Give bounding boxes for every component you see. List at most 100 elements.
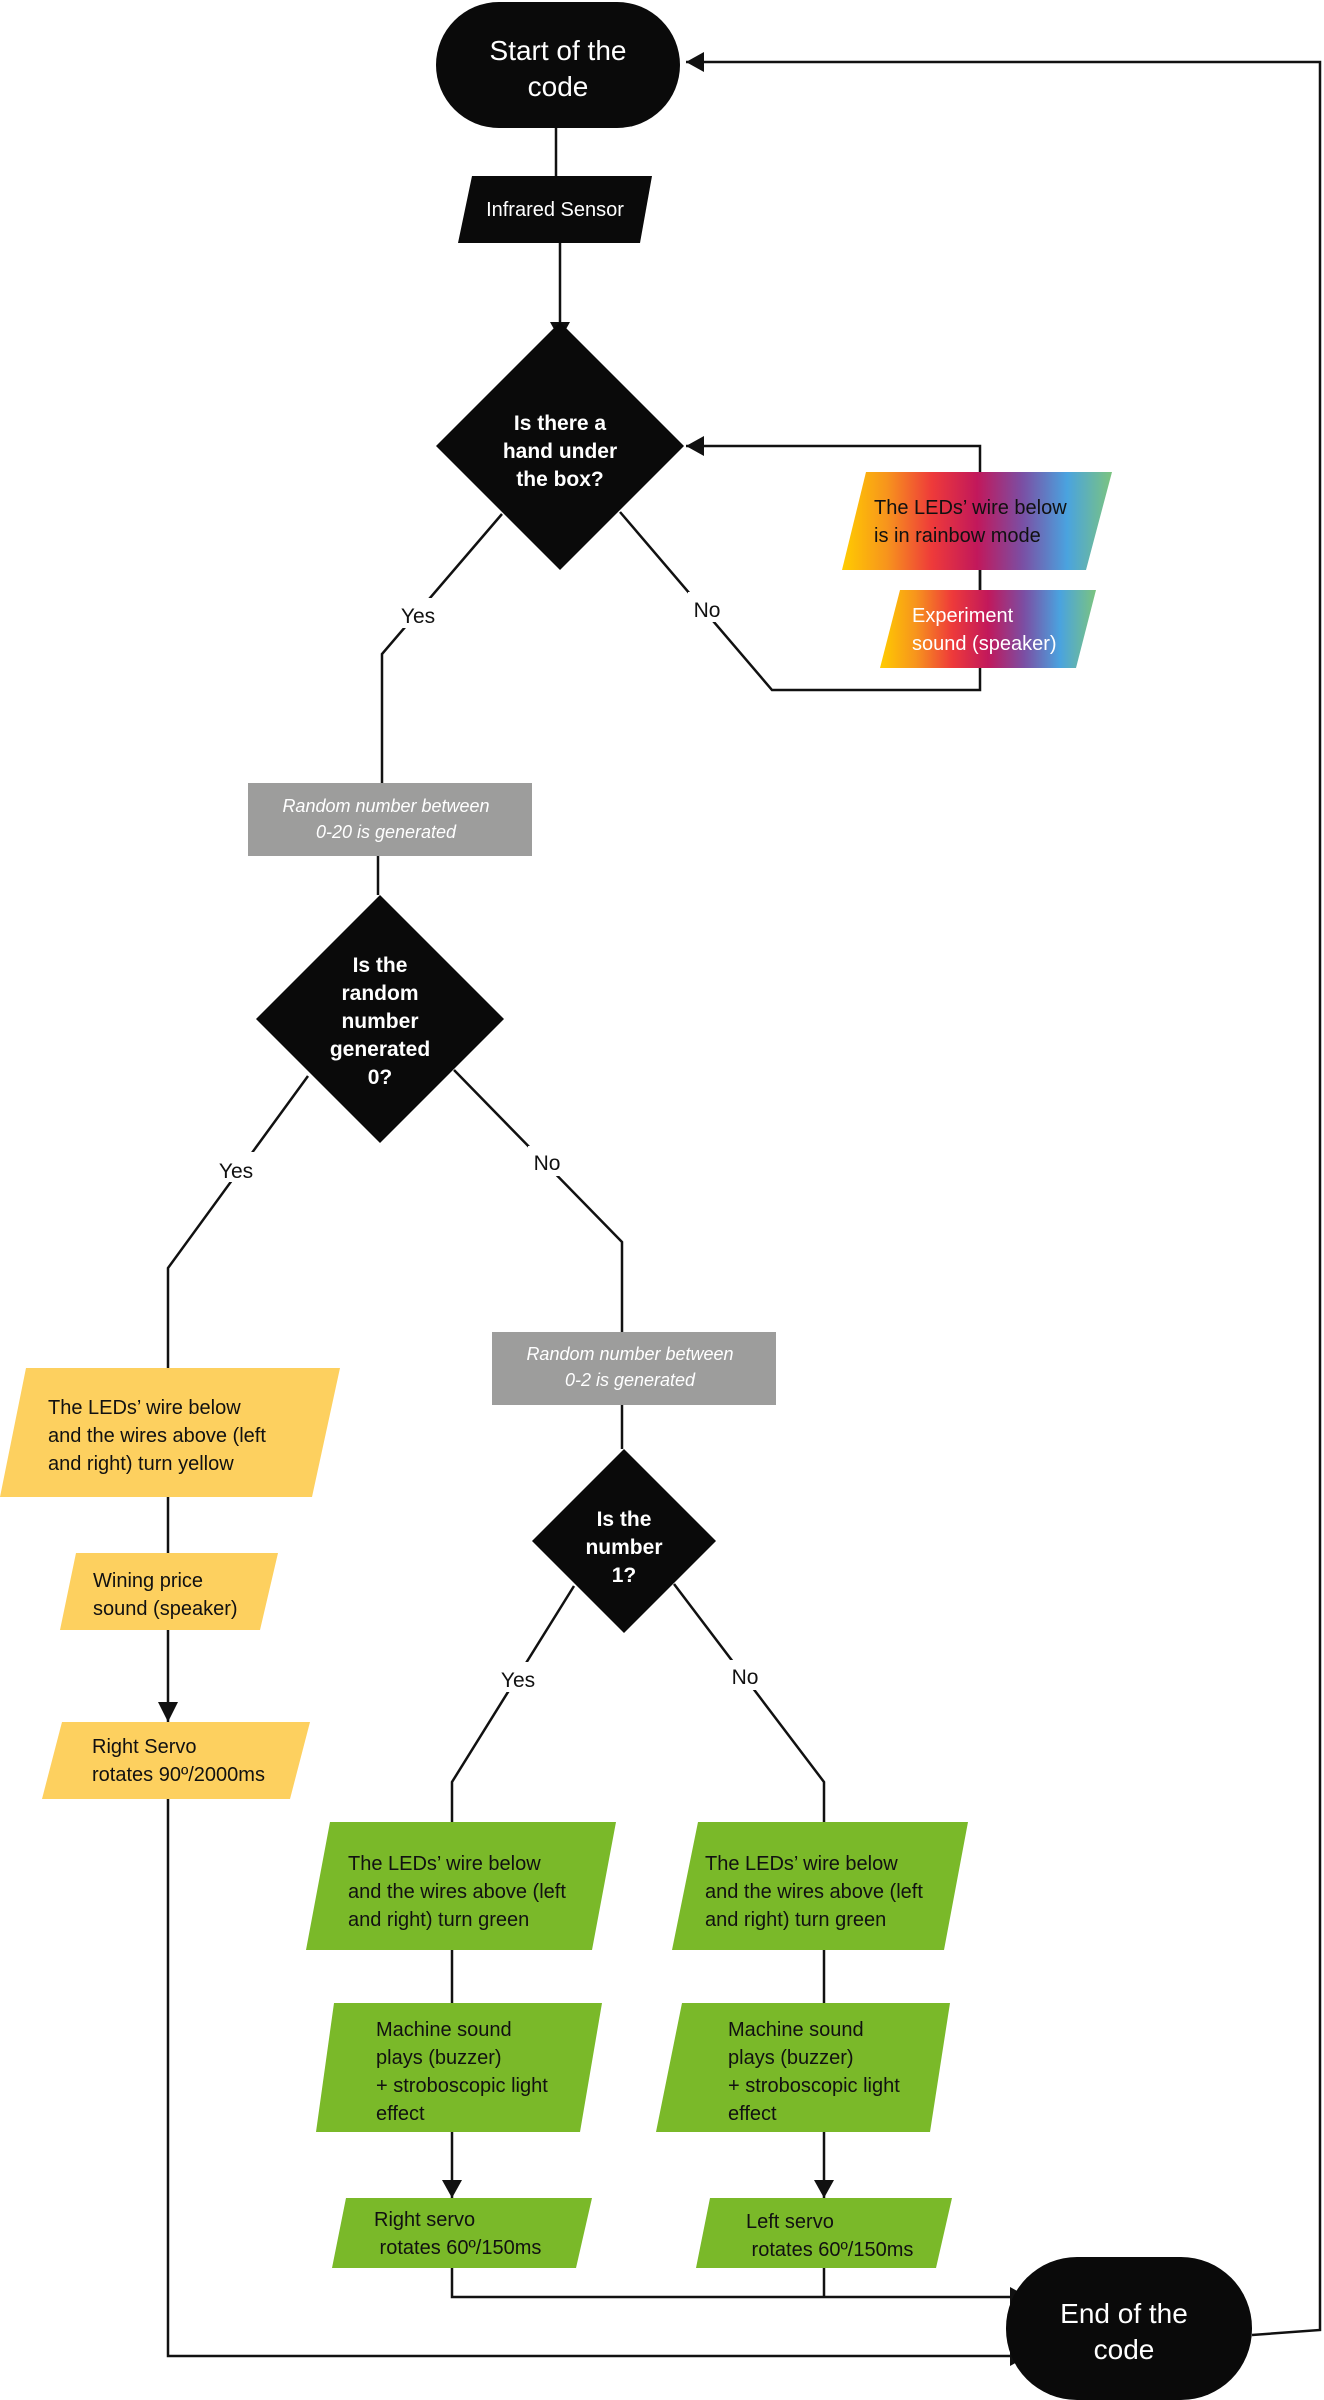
node-label-line: is in rainbow mode — [874, 525, 1041, 547]
node-label-line: Right Servo — [92, 1736, 197, 1758]
is-zero-decision — [256, 895, 504, 1143]
node-label-line: generated — [330, 1038, 430, 1061]
node-label-line: hand under — [503, 440, 617, 463]
green-leds-left-output — [306, 1822, 616, 1950]
node-label-line: Is the — [597, 1508, 652, 1531]
edge-end-to-start-loop — [686, 60, 1322, 2337]
right-servo-60-label: Right servo rotates 60º/150ms — [374, 2209, 541, 2259]
node-label-line: The LEDs’ wire below — [48, 1397, 241, 1419]
arrow-head-icon — [686, 52, 704, 72]
node-label-line: Machine sound — [376, 2019, 512, 2041]
random-20-label: Random number between 0-20 is generated — [282, 796, 489, 842]
hand-check-label: Is there a hand under the box? — [503, 412, 617, 491]
left-servo-60-output — [696, 2198, 952, 2268]
is-one-label: Is the number 1? — [585, 1508, 662, 1587]
green-leds-right-output — [672, 1822, 968, 1950]
node-label-line: 1? — [612, 1564, 637, 1587]
hand-yes-label: Yes — [401, 605, 435, 628]
win-sound-output — [60, 1553, 278, 1630]
node-label-line: plays (buzzer) — [376, 2047, 502, 2069]
end-terminal-label: End of the code — [1060, 2298, 1188, 2365]
random-20-process — [248, 783, 532, 856]
one-no-label: No — [732, 1666, 759, 1689]
random-2-process — [492, 1332, 776, 1405]
node-label-line: Is the — [353, 954, 408, 977]
node-label-line: number — [585, 1536, 662, 1559]
start-terminal — [436, 2, 680, 128]
experiment-sound-label: Experiment sound (speaker) — [912, 605, 1057, 655]
node-label-line: sound (speaker) — [912, 633, 1057, 655]
yellow-leds-label: The LEDs’ wire below and the wires above … — [48, 1397, 266, 1475]
node-label-line: rotates 90º/2000ms — [92, 1764, 265, 1786]
machine-sound-left-label: Machine sound plays (buzzer) + stroboscopi… — [376, 2019, 548, 2125]
node-label-line: random — [341, 982, 418, 1005]
edge-hand-yes — [380, 513, 503, 783]
arrow-head-icon — [686, 436, 704, 456]
edge-zero-yes — [166, 1075, 310, 1368]
machine-sound-right-label: Machine sound plays (buzzer) + stroboscopi… — [728, 2019, 900, 2125]
node-label-line: 0-2 is generated — [565, 1370, 696, 1390]
edge-servo90-to-end — [166, 1799, 1010, 2358]
node-label-line: effect — [728, 2103, 777, 2125]
node-label-line: and right) turn green — [348, 1909, 529, 1931]
node-label-line: 0-20 is generated — [316, 822, 457, 842]
node-label-line: Right servo — [374, 2209, 475, 2231]
edge-one-no — [673, 1583, 826, 1822]
node-label-line: Left servo — [746, 2211, 834, 2233]
machine-sound-right-output — [656, 2003, 950, 2132]
one-yes-label: Yes — [501, 1669, 535, 1692]
zero-no-label: No — [534, 1152, 561, 1175]
node-label-line: and right) turn yellow — [48, 1453, 234, 1475]
branch-labels: Yes No Yes No Yes No — [214, 592, 764, 1692]
node-label-line: Random number between — [282, 796, 489, 816]
node-label-line: The LEDs’ wire below — [874, 497, 1067, 519]
node-label-line: and right) turn green — [705, 1909, 886, 1931]
right-servo-90-label: Right Servo rotates 90º/2000ms — [92, 1736, 265, 1786]
hand-no-label: No — [694, 599, 721, 622]
node-label-line: Machine sound — [728, 2019, 864, 2041]
node-label-line: effect — [376, 2103, 425, 2125]
node-label-line: number — [341, 1010, 418, 1033]
right-servo-90-output — [42, 1722, 310, 1799]
node-label-line: Wining price — [93, 1570, 203, 1592]
node-label-line: Experiment — [912, 605, 1014, 627]
ir-sensor-label: Infrared Sensor — [486, 199, 624, 221]
is-one-decision — [532, 1449, 716, 1633]
end-terminal — [1006, 2257, 1252, 2400]
node-label-line: Is there a — [514, 412, 607, 435]
rainbow-leds-output — [842, 472, 1112, 570]
edge-one-yes — [450, 1585, 576, 1822]
rainbow-leds-label: The LEDs’ wire below is in rainbow mode — [874, 497, 1067, 547]
node-label-line: End of the — [1060, 2298, 1188, 2329]
node-label-line: The LEDs’ wire below — [705, 1853, 898, 1875]
right-servo-60-output — [332, 2198, 592, 2268]
experiment-sound-output — [880, 590, 1096, 668]
node-label-line: + stroboscopic light — [728, 2075, 900, 2097]
hand-check-decision — [436, 322, 684, 570]
node-label-line: the box? — [516, 468, 604, 491]
zero-yes-label: Yes — [219, 1160, 253, 1183]
node-label-line: and the wires above (left — [48, 1425, 266, 1447]
node-label-line: plays (buzzer) — [728, 2047, 854, 2069]
edge-servos-to-end — [450, 2268, 1010, 2299]
arrow-head-icon — [814, 2180, 834, 2198]
node-label-line: The LEDs’ wire below — [348, 1853, 541, 1875]
node-label-line: + stroboscopic light — [376, 2075, 548, 2097]
edge-hand-no — [619, 444, 982, 692]
arrow-head-icon — [442, 2180, 462, 2198]
edges — [166, 60, 1322, 2358]
edge-zero-no — [453, 1069, 624, 1332]
node-label-line: Start of the — [490, 35, 627, 66]
yellow-leds-output — [0, 1368, 340, 1497]
node-label-line: rotates 60º/150ms — [374, 2237, 541, 2259]
node-label-line: rotates 60º/150ms — [746, 2239, 913, 2261]
left-servo-60-label: Left servo rotates 60º/150ms — [746, 2211, 913, 2261]
node-label-line: 0? — [368, 1066, 393, 1089]
node-label-line: code — [1094, 2334, 1155, 2365]
